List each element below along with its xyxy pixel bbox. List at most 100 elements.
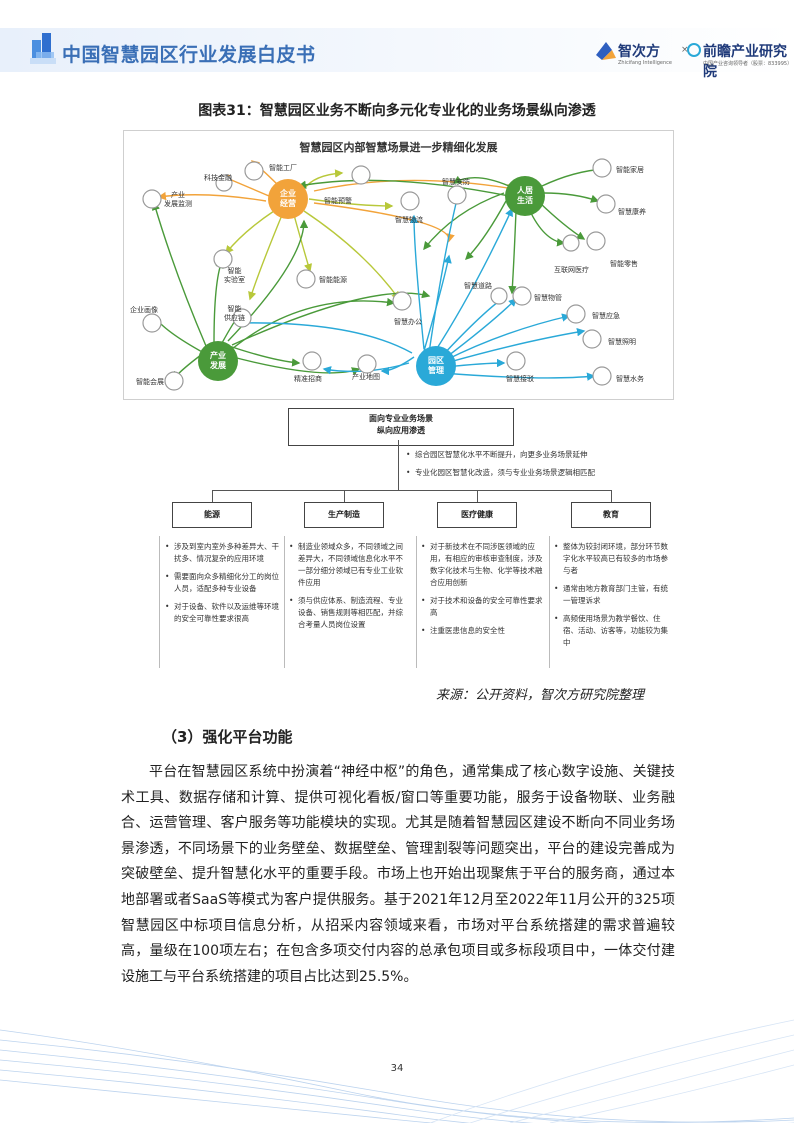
node-smart-logistics: 智慧物流 (395, 216, 423, 224)
hub-industry-label: 产业 发展 (210, 351, 226, 370)
node-smart-water: 智慧水务 (616, 375, 644, 383)
industry-map-icon (357, 354, 377, 374)
energy-bullet-1: 涉及到室内室外多种差异大、干扰多、情况复杂的应用环境 (174, 541, 280, 565)
medical-bullets: 对于新技术在不同涉医领域的应用，有相应的审核审查制度，涉及数字化技术与生物、化学… (420, 541, 544, 643)
body-paragraph: 平台在智慧园区系统中扮演着“神经中枢”的角色，通常集成了核心数字设施、关键技术工… (121, 764, 675, 985)
cube-logo-icon (30, 33, 56, 64)
energy-bullet-2: 需要面向众多精细化分工的岗位人员，适配多种专业设备 (174, 571, 280, 595)
hub-management (416, 346, 456, 386)
node-precise-invest: 精准招商 (294, 375, 322, 383)
company-profile-icon (142, 313, 162, 333)
node-smart-factory: 智能工厂 (269, 164, 297, 172)
education-bullet-1: 整体为较封闭环境，部分环节数字化水平较高已有较多的市场参与者 (563, 541, 675, 577)
brand-qianzhan: 前瞻产业研究院 (703, 44, 787, 80)
header-decoration (0, 28, 794, 72)
smart-warning-icon (351, 165, 371, 185)
node-industry-map: 产业地图 (352, 373, 380, 381)
manufacturing-bullets: 制造业领域众多，不同领域之间差异大，不同领域信息化水平不一部分细分领域已有专业工… (288, 541, 410, 637)
category-education: 教育 (571, 502, 651, 528)
root-bullet-2: 专业化园区智慧化改造，须与专业业务场景逻辑相匹配 (415, 467, 685, 479)
hub-industry (198, 341, 238, 381)
smart-office-icon (392, 291, 412, 311)
node-smart-elderly: 智慧康养 (618, 208, 646, 216)
energy-bullets: 涉及到室内室外多种差异大、干扰多、情况复杂的应用环境 需要面向众多精细化分工的岗… (164, 541, 280, 631)
scenario-diagram: 智慧园区内部智慧场景进一步精细化发展 企业 经营 人居 生活 产业 发展 园区 … (123, 130, 674, 400)
node-smart-warning: 智能预警 (324, 197, 352, 205)
root-bullet-1: 综合园区智慧化水平不断提升，向更多业务场景延伸 (415, 449, 685, 461)
smart-lab-icon (213, 249, 233, 269)
precise-invest-icon (302, 351, 322, 371)
smart-elderly-icon (596, 194, 616, 214)
smart-energy-icon (296, 269, 316, 289)
figure-title: 图表31：智慧园区业务不断向多元化专业化的业务场景纵向渗透 (198, 103, 596, 119)
node-smart-home: 智能家居 (616, 166, 644, 174)
smart-factory-icon (244, 161, 264, 181)
header-title: 中国智慧园区行业发展白皮书 (62, 44, 316, 66)
tree-crossbar (212, 490, 612, 491)
section-heading: （3）强化平台功能 (162, 728, 293, 746)
hub-enterprise-label: 企业 经营 (280, 189, 296, 208)
page-header (0, 0, 794, 80)
figure-source: 来源：公开资料，智次方研究院整理 (436, 688, 645, 703)
smart-road-icon (490, 287, 508, 305)
education-bullet-3: 高频使用场景为教学餐饮、住宿、活动、访客等，功能较为集中 (563, 613, 675, 649)
education-bullet-2: 通常由地方教育部门主管，有统一管理诉求 (563, 583, 675, 607)
category-medical: 医疗健康 (437, 502, 517, 528)
node-smart-road: 智慧道路 (464, 282, 492, 290)
internet-medical-icon (562, 234, 580, 252)
node-smart-security: 智慧安防 (442, 178, 470, 186)
hub-residence (505, 176, 545, 216)
node-smart-meeting: 智能会展 (136, 378, 164, 386)
diagram-title: 智慧园区内部智慧场景进一步精细化发展 (299, 141, 498, 154)
root-bullets: 综合园区智慧化水平不断提升，向更多业务场景延伸 专业化园区智慧化改造，须与专业业… (405, 449, 685, 485)
qianzhan-logo-icon (687, 43, 701, 57)
smart-logistics-icon (400, 191, 420, 211)
smart-emergency-icon (566, 304, 586, 324)
smart-supply-icon (232, 308, 252, 328)
smart-home-icon (592, 158, 612, 178)
medical-bullet-3: 注重医患信息的安全性 (430, 625, 544, 637)
node-smart-receive: 智慧接驳 (506, 375, 534, 383)
brand-qianzhan-sub: 中国产业咨询领导者（股票：833995） (703, 61, 793, 67)
body-text: 平台在智慧园区系统中扮演着“神经中枢”的角色，通常集成了核心数字设施、关键技术工… (121, 760, 675, 990)
node-smart-supply: 智能 供应链 (224, 305, 245, 322)
smart-receive-icon (506, 351, 526, 371)
education-bullets: 整体为较封闭环境，部分环节数字化水平较高已有较多的市场参与者 通常由地方教育部门… (553, 541, 675, 655)
zhicifang-logo-icon (596, 42, 616, 60)
brand-zhicifang: 智次方 (618, 44, 660, 60)
node-company-profile: 企业画像 (130, 306, 158, 314)
tree-root-stem (398, 440, 399, 490)
smart-property-icon (512, 286, 532, 306)
smart-security-icon (447, 185, 467, 205)
node-tech-finance: 科技金融 (204, 174, 232, 182)
hub-enterprise (268, 179, 308, 219)
tech-finance-icon (215, 174, 233, 192)
category-energy: 能源 (172, 502, 252, 528)
hub-residence-label: 人居 生活 (517, 186, 533, 205)
energy-bullet-3: 对于设备、软件以及运维等环境的安全可靠性要求很高 (174, 601, 280, 625)
node-smart-property: 智慧物管 (534, 294, 562, 302)
node-industry-monitor: 产业 发展监测 (164, 191, 192, 208)
smart-lighting-icon (582, 329, 602, 349)
medical-bullet-1: 对于新技术在不同涉医领域的应用，有相应的审核审查制度，涉及数字化技术与生物、化学… (430, 541, 544, 589)
brand-separator: × (681, 45, 689, 55)
smart-retail-icon (586, 231, 606, 251)
smart-meeting-icon (164, 371, 184, 391)
manufacturing-bullet-1: 制造业领域众多，不同领域之间差异大，不同领域信息化水平不一部分细分领域已有专业工… (298, 541, 410, 589)
industry-monitor-icon (142, 189, 162, 209)
diagram-arrows (142, 158, 616, 391)
node-smart-energy: 智能能源 (319, 276, 347, 284)
node-smart-office: 智慧办公 (394, 318, 422, 326)
manufacturing-bullet-2: 须与供应体系、制造流程、专业设备、销售规则等相匹配，并综合考量人员岗位设置 (298, 595, 410, 631)
node-smart-lab: 智能 实验室 (224, 267, 245, 284)
hub-management-label: 园区 管理 (428, 356, 444, 375)
category-manufacturing: 生产制造 (304, 502, 384, 528)
smart-water-icon (592, 366, 612, 386)
brand-zhicifang-sub: Zhicifang Intelligence (618, 60, 672, 66)
node-smart-retail: 智能零售 (610, 260, 638, 268)
node-smart-emergency: 智慧应急 (592, 312, 620, 320)
medical-bullet-2: 对于技术和设备的安全可靠性要求高 (430, 595, 544, 619)
page-number: 34 (390, 1063, 404, 1074)
node-smart-lighting: 智慧照明 (608, 338, 636, 346)
node-internet-medical: 互联网医疗 (554, 266, 589, 274)
